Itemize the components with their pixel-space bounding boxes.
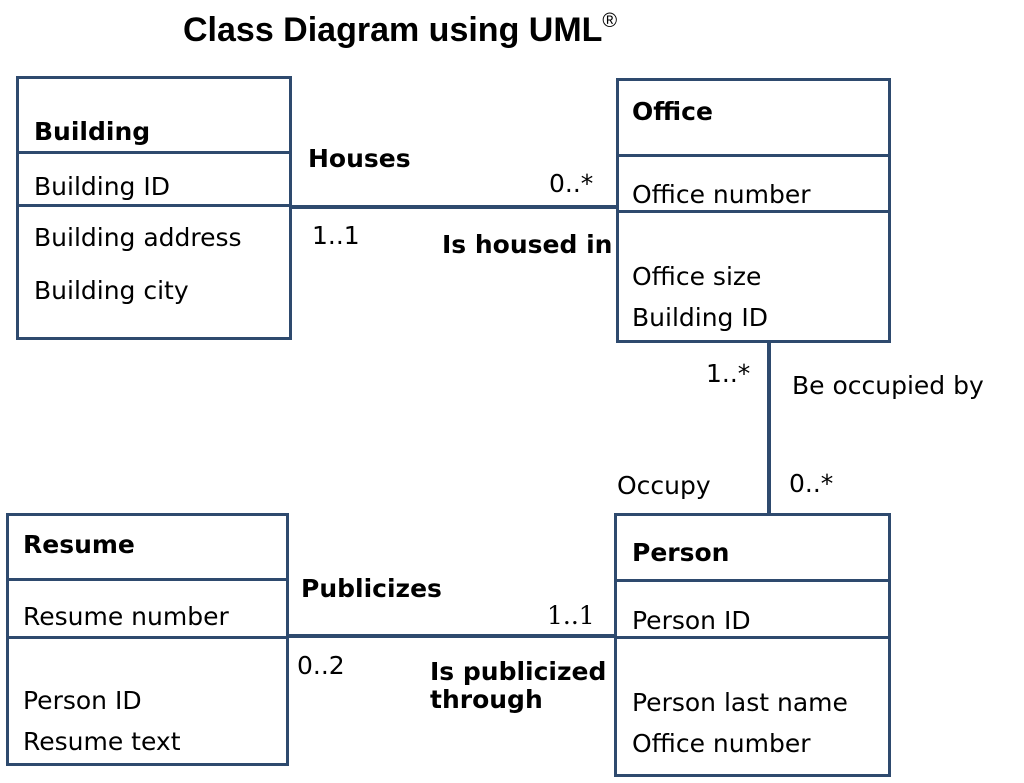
multiplicity-resume-side: 0..2: [297, 651, 345, 680]
multiplicity-person-occupancy: 0..*: [789, 469, 834, 498]
class-resume-name: Resume: [23, 530, 135, 559]
class-building-divider-2: [19, 204, 289, 207]
class-person-name: Person: [632, 538, 730, 567]
multiplicity-building-side: 1..1: [312, 221, 360, 250]
class-resume-divider-2: [9, 636, 286, 639]
class-office-attr-size: Office size: [632, 262, 762, 291]
relation-label-is-publicized-line1: Is publicized: [430, 657, 607, 686]
class-person-divider-2: [617, 636, 888, 639]
relation-label-houses: Houses: [308, 144, 411, 173]
class-office: Office Office number Office size Buildin…: [616, 78, 891, 343]
class-resume-attr-number: Resume number: [23, 602, 229, 631]
multiplicity-person-publicity: 1..1: [547, 601, 595, 630]
class-building-name: Building: [34, 117, 151, 146]
relation-label-publicizes: Publicizes: [301, 574, 442, 603]
class-building: Building Building ID Building address Bu…: [16, 76, 292, 340]
class-person-attr-id: Person ID: [632, 606, 751, 635]
relation-label-be-occupied-by: Be occupied by: [792, 371, 984, 400]
class-resume: Resume Resume number Person ID Resume te…: [6, 513, 289, 766]
multiplicity-office-side: 0..*: [549, 169, 594, 198]
class-building-divider-1: [19, 151, 289, 154]
class-office-divider-2: [619, 210, 888, 213]
relation-label-occupy: Occupy: [617, 471, 711, 500]
class-person: Person Person ID Person last name Office…: [614, 513, 891, 777]
association-line-office-person: [767, 340, 771, 516]
registered-mark: ®: [602, 10, 618, 32]
class-resume-attr-person-id: Person ID: [23, 686, 142, 715]
class-building-attr-city: Building city: [34, 276, 189, 305]
multiplicity-office-occupancy: 1..*: [706, 359, 751, 388]
class-office-attr-number: Office number: [632, 180, 811, 209]
class-resume-attr-text: Resume text: [23, 727, 181, 756]
class-building-attr-id: Building ID: [34, 172, 170, 201]
class-office-attr-building-id: Building ID: [632, 303, 768, 332]
relation-label-is-publicized-line2: through: [430, 685, 543, 714]
class-office-divider-1: [619, 154, 888, 157]
diagram-title-text: Class Diagram using UML: [183, 11, 603, 49]
class-person-attr-last-name: Person last name: [632, 688, 848, 717]
relation-label-is-publicized-through: Is publicized through: [430, 658, 606, 714]
class-person-divider-1: [617, 579, 888, 582]
class-building-attr-address: Building address: [34, 223, 242, 252]
class-person-attr-office-number: Office number: [632, 729, 811, 758]
association-line-building-office: [289, 205, 619, 209]
diagram-title: Class Diagram using UML®: [183, 10, 617, 50]
class-office-name: Office: [632, 97, 713, 126]
relation-label-is-housed-in: Is housed in: [442, 230, 613, 259]
class-resume-divider-1: [9, 578, 286, 581]
association-line-resume-person: [286, 634, 618, 638]
